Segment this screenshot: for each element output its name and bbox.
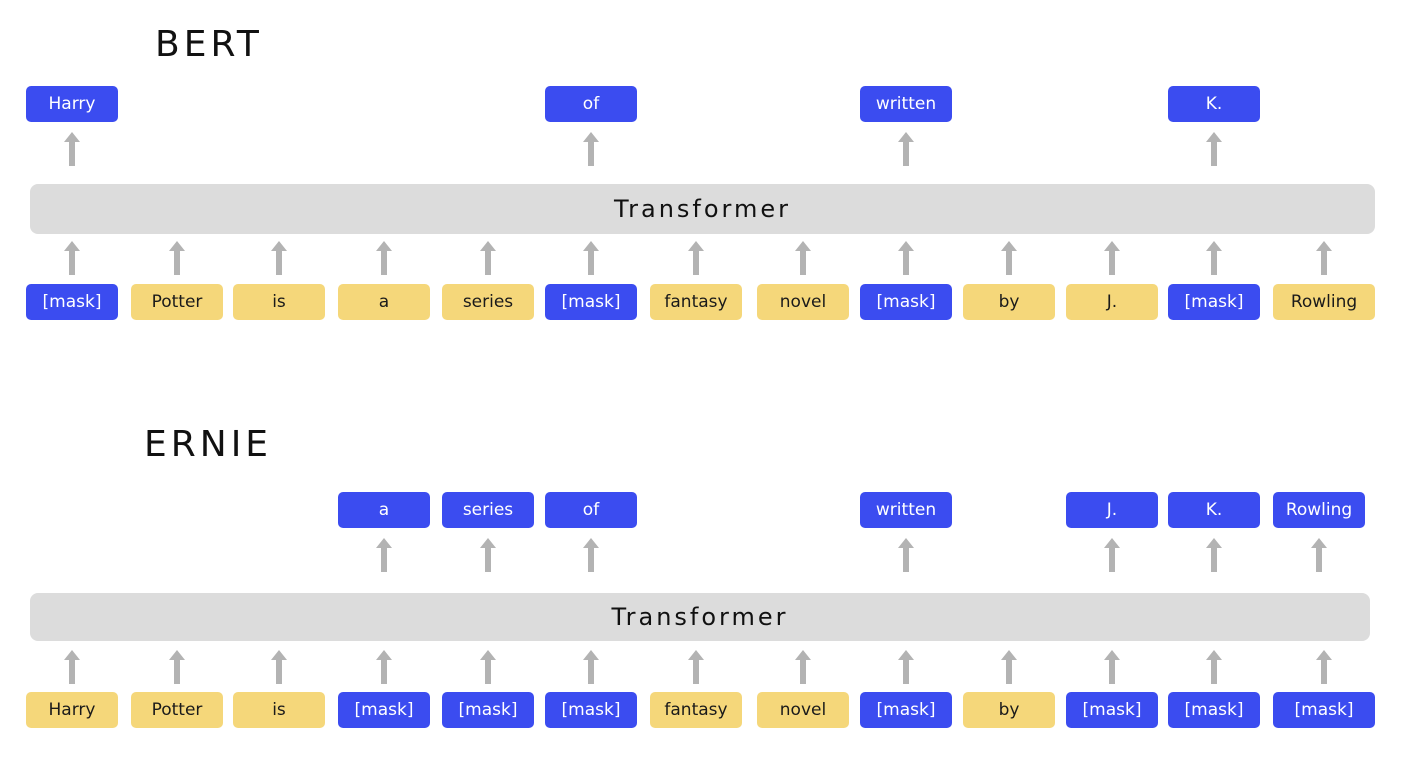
ernie-output-token: a (338, 492, 430, 528)
bert-masked-input-token: [mask] (545, 284, 637, 320)
ernie-input-arrow-icon (1316, 650, 1332, 684)
bert-input-arrow-icon (1104, 241, 1120, 275)
bert-input-arrow-icon (1001, 241, 1017, 275)
bert-input-token: Potter (131, 284, 223, 320)
bert-transformer-layer: Transformer (30, 184, 1375, 234)
bert-input-arrow-icon (583, 241, 599, 275)
bert-input-token: is (233, 284, 325, 320)
ernie-input-token: fantasy (650, 692, 742, 728)
bert-input-arrow-icon (688, 241, 704, 275)
ernie-output-arrow-icon (1311, 538, 1327, 572)
ernie-input-token: Potter (131, 692, 223, 728)
ernie-output-token: of (545, 492, 637, 528)
ernie-output-arrow-icon (583, 538, 599, 572)
bert-input-arrow-icon (795, 241, 811, 275)
bert-output-arrow-icon (64, 132, 80, 166)
bert-output-arrow-icon (583, 132, 599, 166)
ernie-input-arrow-icon (1104, 650, 1120, 684)
ernie-input-arrow-icon (480, 650, 496, 684)
bert-input-arrow-icon (480, 241, 496, 275)
ernie-input-arrow-icon (583, 650, 599, 684)
ernie-masked-input-token: [mask] (338, 692, 430, 728)
bert-output-token: of (545, 86, 637, 122)
ernie-output-token: K. (1168, 492, 1260, 528)
ernie-input-arrow-icon (376, 650, 392, 684)
bert-masked-input-token: [mask] (26, 284, 118, 320)
bert-input-arrow-icon (1206, 241, 1222, 275)
bert-input-token: novel (757, 284, 849, 320)
ernie-masked-input-token: [mask] (442, 692, 534, 728)
bert-input-arrow-icon (64, 241, 80, 275)
ernie-input-arrow-icon (169, 650, 185, 684)
ernie-title: ERNIE (144, 424, 273, 465)
bert-output-arrow-icon (898, 132, 914, 166)
ernie-input-token: novel (757, 692, 849, 728)
bert-output-token: written (860, 86, 952, 122)
ernie-input-arrow-icon (271, 650, 287, 684)
bert-input-arrow-icon (169, 241, 185, 275)
ernie-input-arrow-icon (1206, 650, 1222, 684)
ernie-input-token: by (963, 692, 1055, 728)
ernie-input-arrow-icon (688, 650, 704, 684)
bert-title: BERT (155, 24, 263, 65)
ernie-input-arrow-icon (795, 650, 811, 684)
ernie-masked-input-token: [mask] (545, 692, 637, 728)
ernie-output-arrow-icon (1104, 538, 1120, 572)
ernie-transformer-layer: Transformer (30, 593, 1370, 641)
ernie-input-arrow-icon (1001, 650, 1017, 684)
ernie-masked-input-token: [mask] (1168, 692, 1260, 728)
ernie-input-token: is (233, 692, 325, 728)
bert-input-arrow-icon (271, 241, 287, 275)
ernie-masked-input-token: [mask] (1066, 692, 1158, 728)
ernie-output-token: written (860, 492, 952, 528)
ernie-masked-input-token: [mask] (1273, 692, 1375, 728)
ernie-masked-input-token: [mask] (860, 692, 952, 728)
ernie-input-token: Harry (26, 692, 118, 728)
ernie-output-arrow-icon (1206, 538, 1222, 572)
ernie-output-token: J. (1066, 492, 1158, 528)
ernie-output-token: Rowling (1273, 492, 1365, 528)
ernie-output-token: series (442, 492, 534, 528)
bert-input-arrow-icon (1316, 241, 1332, 275)
bert-input-arrow-icon (376, 241, 392, 275)
bert-input-token: fantasy (650, 284, 742, 320)
ernie-output-arrow-icon (480, 538, 496, 572)
ernie-input-arrow-icon (64, 650, 80, 684)
bert-input-token: by (963, 284, 1055, 320)
bert-masked-input-token: [mask] (1168, 284, 1260, 320)
bert-output-arrow-icon (1206, 132, 1222, 166)
bert-input-token: series (442, 284, 534, 320)
bert-output-token: K. (1168, 86, 1260, 122)
ernie-output-arrow-icon (898, 538, 914, 572)
ernie-input-arrow-icon (898, 650, 914, 684)
ernie-output-arrow-icon (376, 538, 392, 572)
bert-output-token: Harry (26, 86, 118, 122)
bert-input-token: a (338, 284, 430, 320)
bert-input-token: J. (1066, 284, 1158, 320)
bert-masked-input-token: [mask] (860, 284, 952, 320)
bert-input-token: Rowling (1273, 284, 1375, 320)
bert-input-arrow-icon (898, 241, 914, 275)
